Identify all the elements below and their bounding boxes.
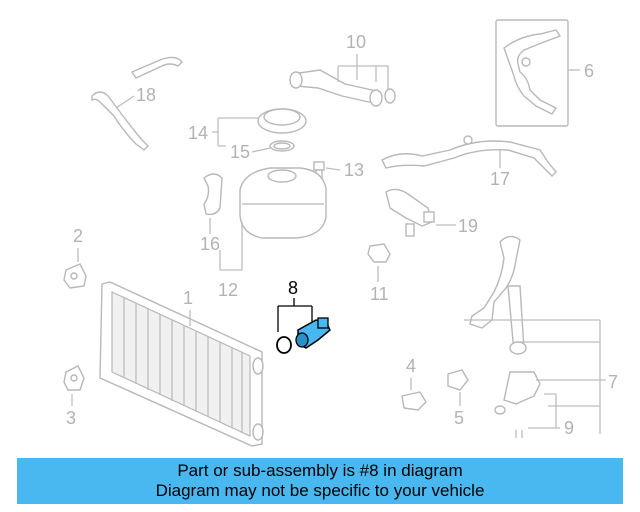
part-4-switch[interactable] [401, 391, 427, 411]
callout-7[interactable]: 7 [608, 372, 618, 392]
callout-4[interactable]: 4 [406, 356, 416, 376]
part-11-connector[interactable] [367, 243, 391, 263]
part-15-seal[interactable] [269, 140, 295, 152]
callout-6[interactable]: 6 [584, 61, 594, 81]
part-2-mount[interactable] [63, 263, 87, 289]
part-19-valve[interactable] [385, 188, 435, 237]
callout-15[interactable]: 15 [230, 142, 250, 162]
part-17-hose[interactable] [381, 135, 557, 177]
callout-12[interactable]: 12 [218, 280, 238, 300]
callout-17[interactable]: 17 [490, 169, 510, 189]
part-9-fitting[interactable] [494, 371, 541, 438]
callout-11[interactable]: 11 [370, 284, 389, 304]
part-1-radiator[interactable] [99, 281, 264, 447]
info-banner: Part or sub-assembly is #8 in diagram Di… [17, 458, 623, 504]
callout-2[interactable]: 2 [73, 226, 83, 246]
leader-7 [464, 319, 606, 434]
part-12-tank[interactable] [239, 167, 327, 239]
leader-15 [251, 147, 271, 153]
part-6-box[interactable] [495, 19, 569, 127]
callout-1[interactable]: 1 [183, 288, 193, 308]
leader-14 [212, 117, 258, 147]
banner-line-2: Diagram may not be specific to your vehi… [155, 481, 485, 500]
leader-13 [325, 167, 341, 171]
part-16-bracket[interactable] [203, 173, 223, 216]
part-18-hose[interactable] [91, 56, 183, 151]
callout-5[interactable]: 5 [454, 408, 464, 428]
callout-16[interactable]: 16 [200, 234, 220, 254]
part-10-flange[interactable] [289, 69, 396, 107]
callout-9[interactable]: 9 [564, 418, 574, 438]
leader-18 [115, 95, 135, 109]
callout-18[interactable]: 18 [136, 85, 156, 105]
part-5-switch[interactable] [447, 369, 469, 391]
leader-10b [376, 65, 389, 90]
leader-9 [528, 393, 560, 429]
callout-19[interactable]: 19 [458, 216, 478, 236]
part-8-sensor-highlighted[interactable] [276, 317, 331, 354]
banner-line-1: Part or sub-assembly is #8 in diagram [177, 461, 463, 480]
callout-8[interactable]: 8 [288, 278, 298, 298]
part-7-lower-hose[interactable] [469, 235, 527, 355]
callout-14[interactable]: 14 [188, 123, 208, 143]
callout-13[interactable]: 13 [344, 160, 364, 180]
part-14-cap[interactable] [257, 108, 307, 134]
part-3-mount[interactable] [63, 365, 85, 391]
callout-3[interactable]: 3 [66, 408, 76, 428]
leader-12 [219, 222, 243, 271]
leader-10 [337, 54, 377, 82]
callout-10[interactable]: 10 [346, 32, 366, 52]
leader-8 [277, 298, 313, 332]
